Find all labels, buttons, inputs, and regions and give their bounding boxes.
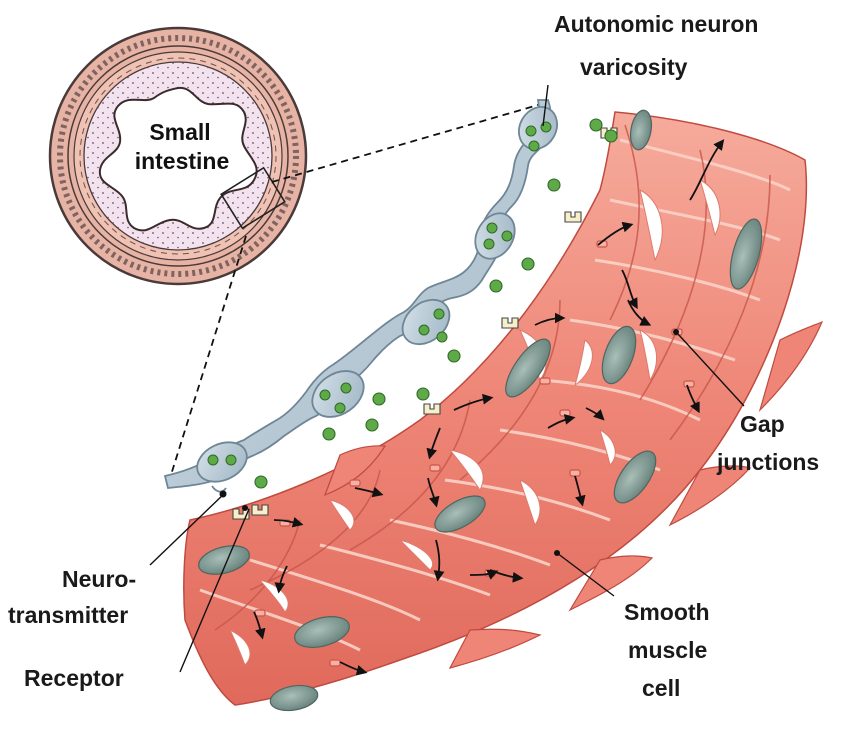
label-varicosity-line1: Autonomic neuron [554, 11, 758, 37]
intestine-cross-section-icon: Small intestine [50, 28, 306, 284]
label-neuro-line2: transmitter [8, 602, 128, 628]
label-varicosity-line2: varicosity [580, 54, 688, 80]
intestine-label-line2: intestine [135, 148, 230, 174]
label-gap-line2: junctions [716, 449, 819, 475]
label-smooth-line2: muscle [628, 637, 707, 663]
label-receptor: Receptor [24, 665, 124, 691]
zoom-line-top [272, 103, 545, 182]
label-smooth-line3: cell [642, 675, 680, 701]
label-gap-line1: Gap [740, 411, 785, 437]
intestine-label-line1: Small [149, 119, 210, 145]
label-neuro-line1: Neuro- [62, 566, 136, 592]
label-smooth-line1: Smooth [624, 599, 710, 625]
